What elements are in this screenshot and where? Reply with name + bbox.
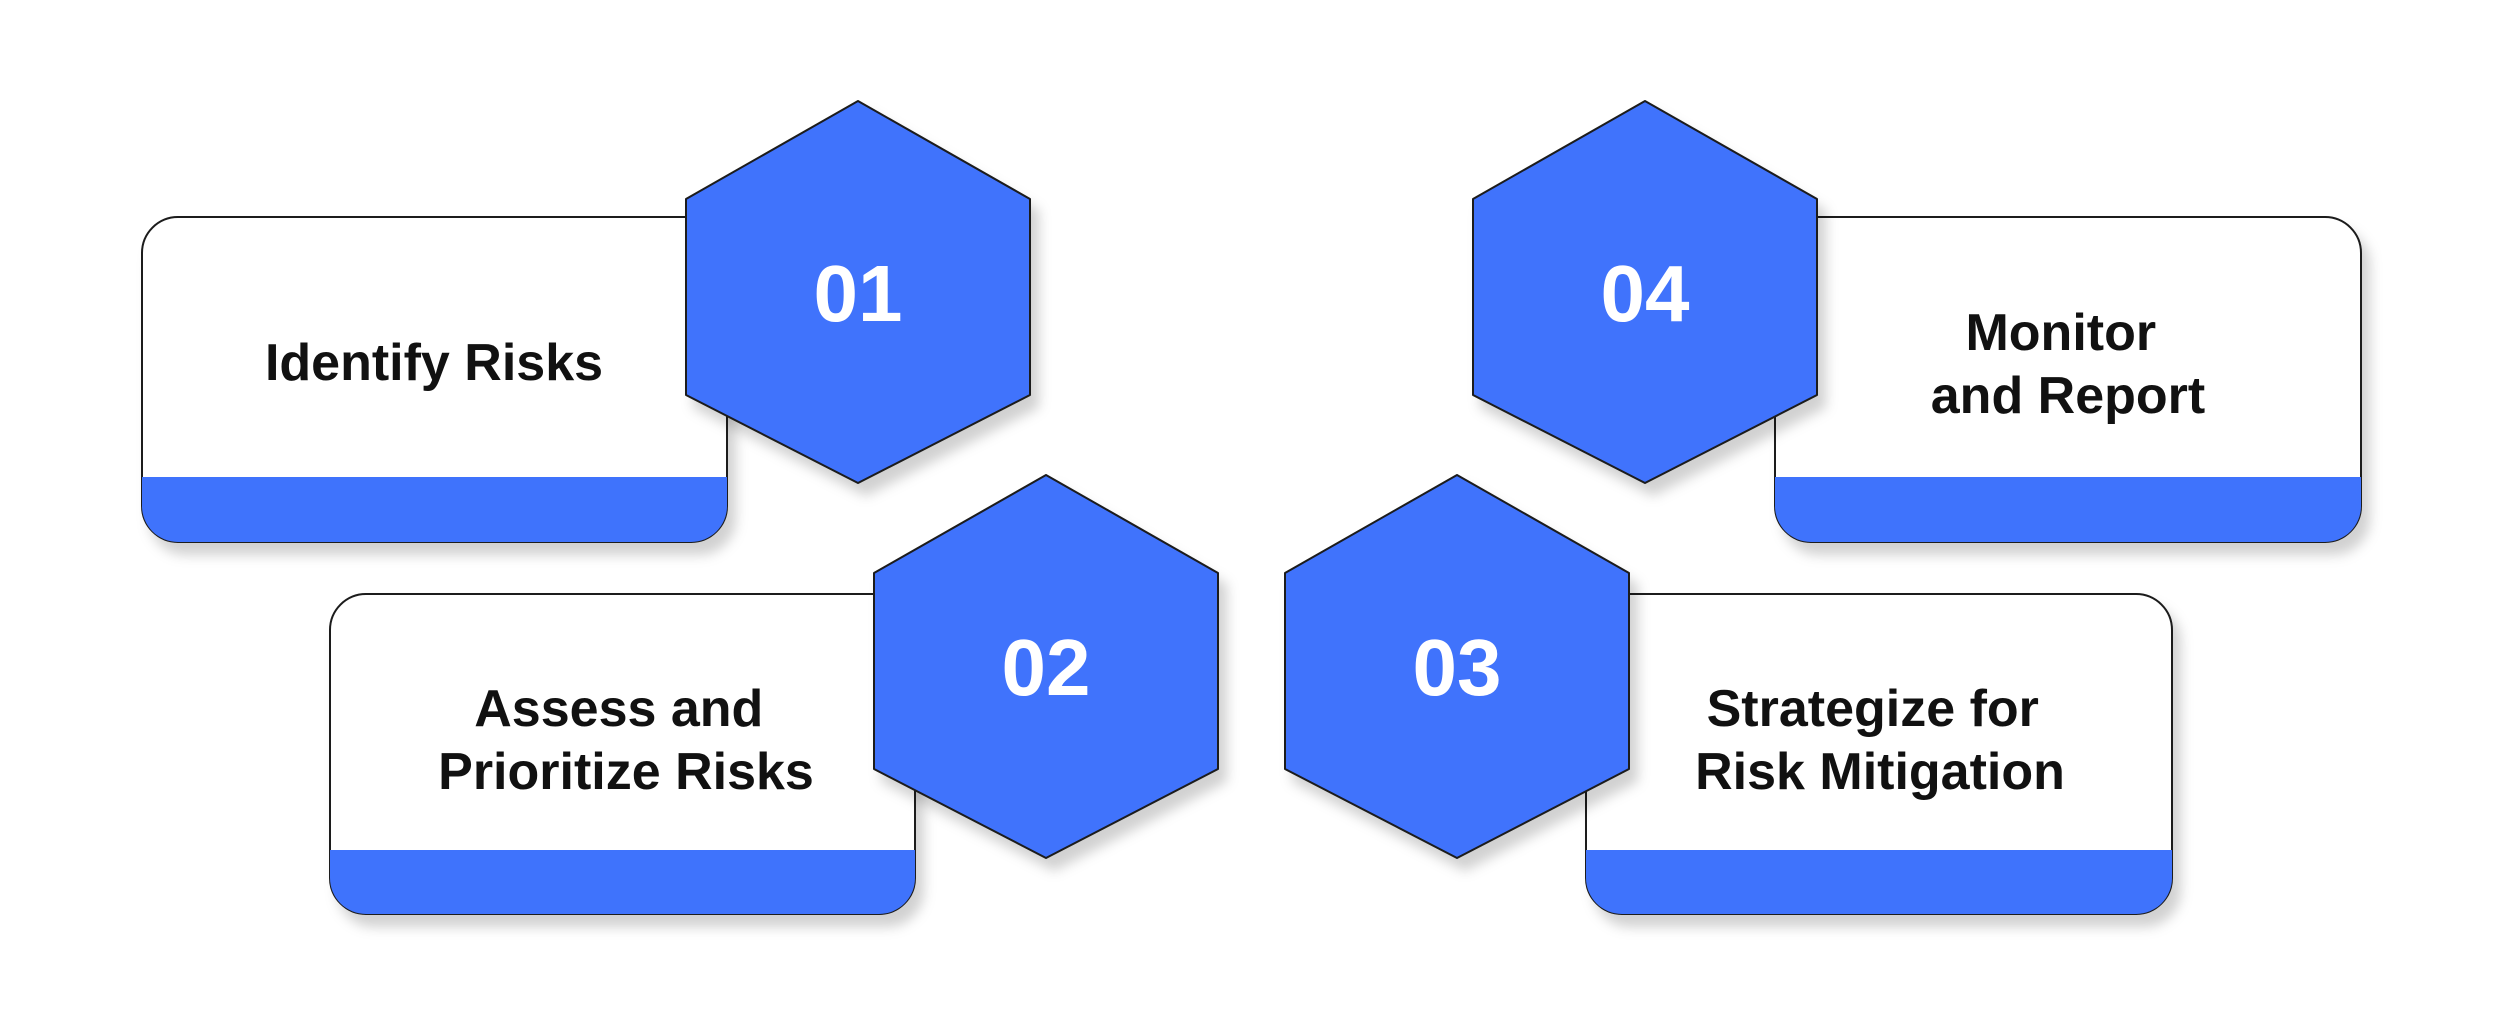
step-card: Monitor and Report <box>1774 216 2362 543</box>
step-number-hexagon: 03 <box>1284 474 1630 859</box>
step-number: 03 <box>1413 623 1502 712</box>
step-number-hexagon: 04 <box>1472 100 1818 484</box>
step-label: Assess and Prioritize Risks <box>438 680 814 801</box>
card-accent-band <box>142 477 727 542</box>
step-card: Assess and Prioritize Risks <box>329 593 916 915</box>
step-number: 01 <box>814 249 903 338</box>
step-card: Identify Risks <box>141 216 728 543</box>
card-accent-band <box>330 850 915 914</box>
step-number-hexagon: 02 <box>873 474 1219 859</box>
step-3: Strategize for Risk Mitigation 03 <box>1284 474 2173 915</box>
card-accent-band <box>1586 850 2172 914</box>
card-accent-band <box>1775 477 2361 542</box>
step-number: 04 <box>1601 249 1690 338</box>
step-4: Monitor and Report 04 <box>1472 100 2362 543</box>
step-1: Identify Risks 01 <box>141 100 1031 543</box>
step-number-hexagon: 01 <box>685 100 1031 484</box>
step-label: Strategize for Risk Mitigation <box>1695 680 2065 801</box>
hexagon-shape <box>873 474 1219 859</box>
hexagon-shape <box>685 100 1031 484</box>
step-label: Identify Risks <box>265 334 603 392</box>
step-label: Monitor and Report <box>1931 304 2205 425</box>
step-card: Strategize for Risk Mitigation <box>1585 593 2173 915</box>
step-number: 02 <box>1002 623 1091 712</box>
hexagon-shape <box>1472 100 1818 484</box>
hexagon-shape <box>1284 474 1630 859</box>
step-2: Assess and Prioritize Risks 02 <box>329 474 1219 915</box>
